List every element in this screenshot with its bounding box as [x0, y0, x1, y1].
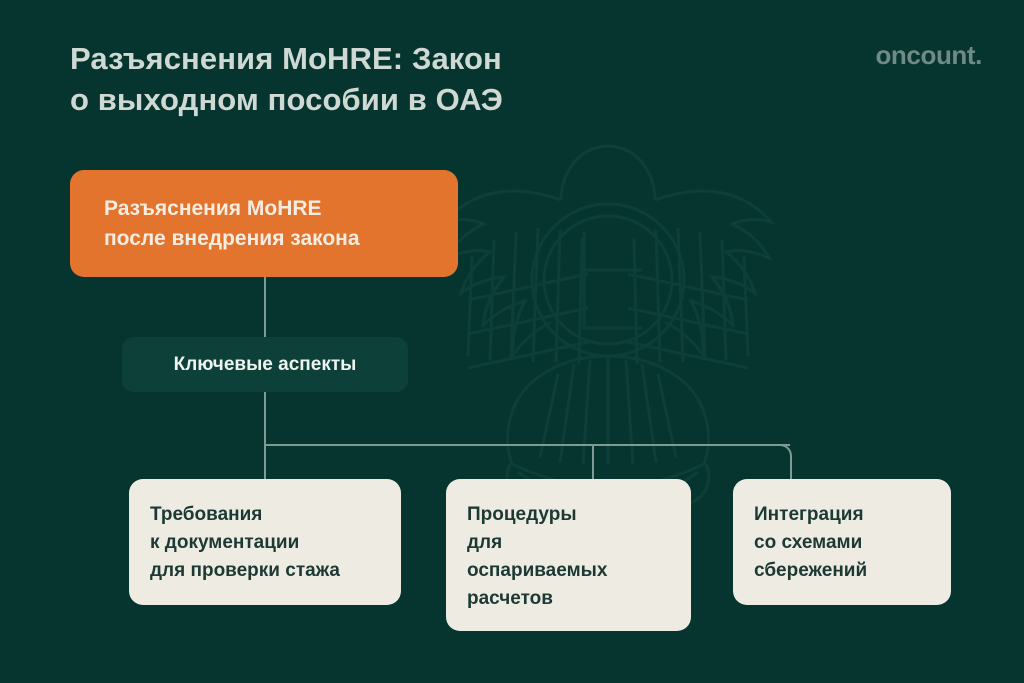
node-branch-key-aspects[interactable]: Ключевые аспекты — [122, 337, 408, 392]
card-disputed-calculations[interactable]: Процедуры для оспариваемых расчетов — [446, 479, 691, 631]
connector-horizontal-bus — [265, 444, 790, 446]
card-label: Требования к документации для проверки с… — [150, 504, 340, 581]
connector-bus-to-card-1 — [592, 444, 594, 479]
node-root-label: Разъяснения MoHRE после внедрения закона — [104, 196, 360, 250]
connector-root-to-branch — [264, 277, 266, 337]
brand-logo: oncount. — [875, 40, 982, 70]
card-label: Процедуры для оспариваемых расчетов — [467, 504, 608, 609]
page-title: Разъяснения MoHRE: Закон о выходном посо… — [70, 41, 503, 118]
node-root-mohre-clarifications[interactable]: Разъяснения MoHRE после внедрения закона — [70, 170, 458, 277]
uae-federal-emblem-watermark — [440, 144, 776, 524]
card-label: Интеграция со схемами сбережений — [754, 504, 868, 581]
node-branch-label: Ключевые аспекты — [173, 353, 357, 375]
connector-branch-to-card-0 — [264, 391, 266, 479]
card-documentation-requirements[interactable]: Требования к документации для проверки с… — [129, 479, 401, 605]
card-savings-schemes-integration[interactable]: Интеграция со схемами сбережений — [733, 479, 951, 605]
connector-bus-to-card-2 — [770, 444, 792, 481]
